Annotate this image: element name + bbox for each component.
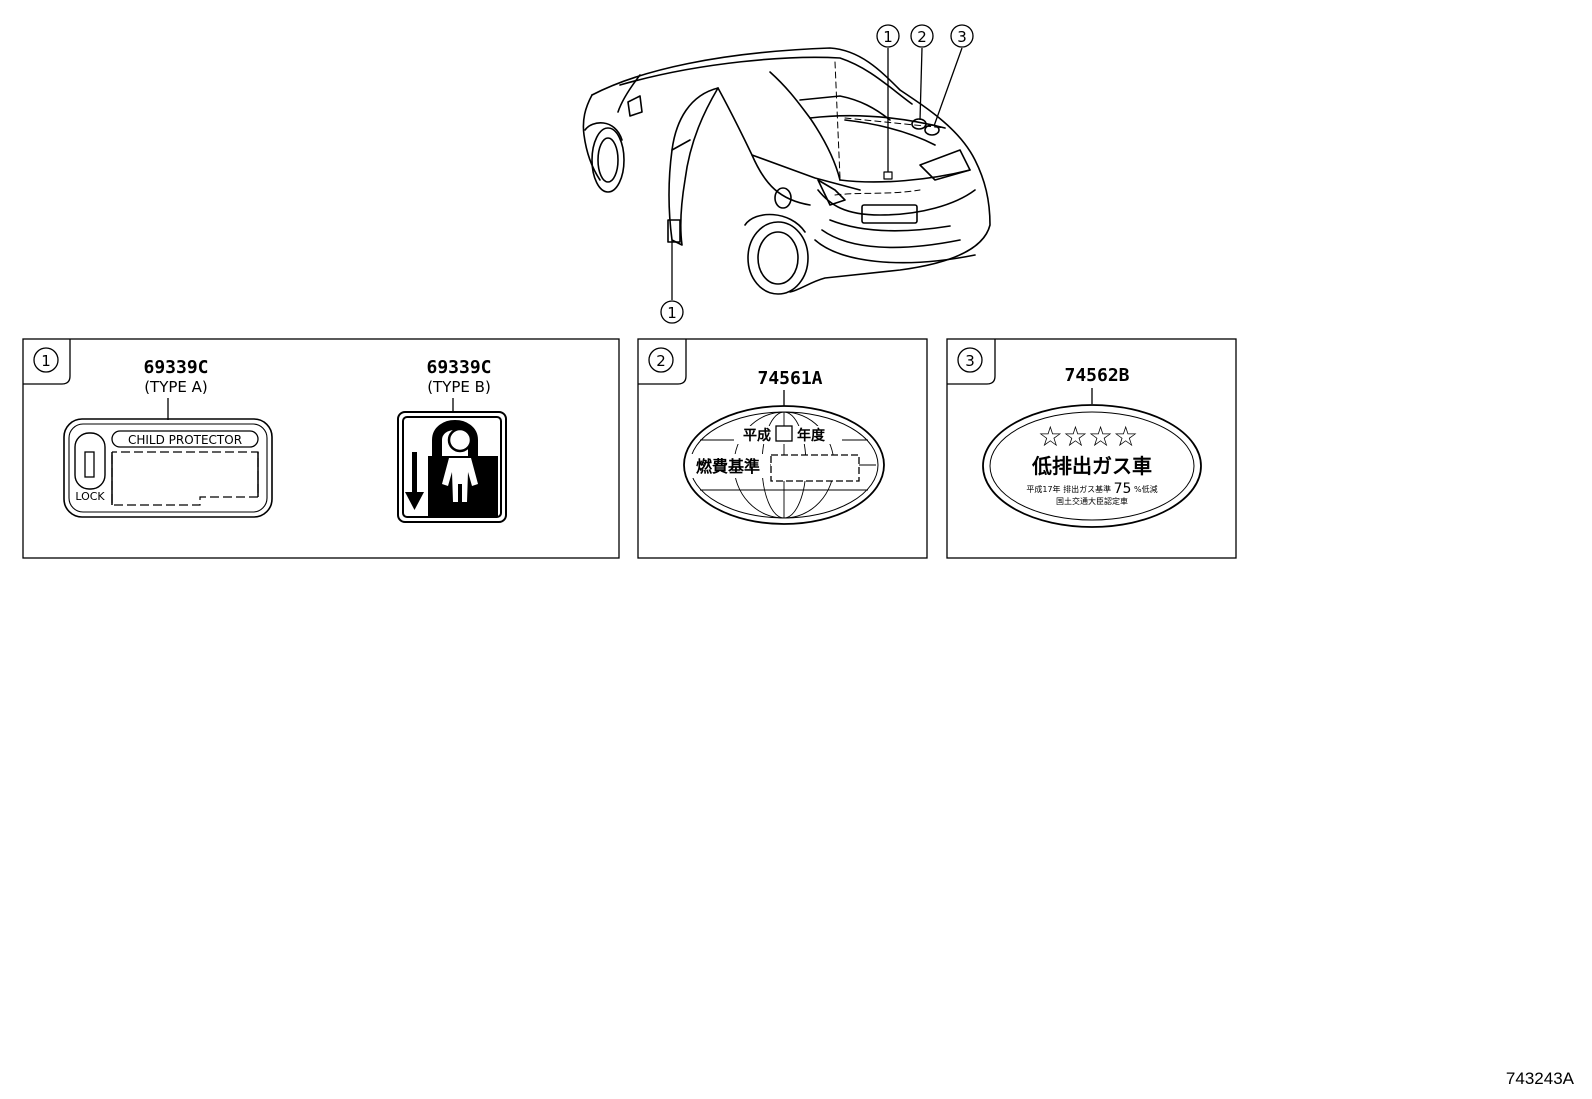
panel2-part-number: 74561A	[757, 368, 822, 389]
callout-1-top: 1	[876, 24, 900, 48]
child-protector-text: CHILD PROTECTOR	[128, 433, 242, 447]
callout-2-top: 2	[910, 24, 934, 48]
stars-rating: ☆☆☆☆	[1038, 420, 1138, 453]
heisei-text: 平成	[743, 427, 771, 444]
panel-child-protector: 1 69339C (TYPE A) LOCK CHILD PROTECTOR 6…	[22, 338, 620, 559]
svg-text:3: 3	[957, 28, 967, 46]
type-b-label: (TYPE B)	[427, 378, 491, 396]
callout-3-top: 3	[950, 24, 974, 48]
type-a-part-number: 69339C	[143, 357, 208, 378]
panel3-callout: 3	[957, 347, 983, 373]
lock-text: LOCK	[75, 490, 105, 503]
emission-standard-line: 平成17年 排出ガス基準 75 %低減	[1026, 481, 1157, 497]
fuel-standard-sticker: 平成 年度 燃費基準	[683, 405, 885, 525]
type-b-part-number: 69339C	[426, 357, 491, 378]
panel3-part-number: 74562B	[1064, 365, 1129, 386]
svg-text:1: 1	[41, 352, 51, 370]
document-id: 743243A	[1505, 1069, 1574, 1088]
low-emission-text: 低排出ガス車	[1031, 454, 1152, 478]
child-figure-icon	[442, 427, 478, 502]
panel1-callout: 1	[33, 347, 59, 373]
car-illustration	[582, 47, 991, 295]
svg-text:3: 3	[965, 352, 975, 370]
svg-text:2: 2	[917, 28, 927, 46]
type-b-sticker	[397, 411, 507, 523]
callout-1-door: 1	[660, 300, 684, 324]
fuel-standard-text: 燃費基準	[696, 457, 760, 476]
type-a-sticker: LOCK CHILD PROTECTOR	[63, 418, 273, 518]
panel-low-emission: 3 74562B ☆☆☆☆ 低排出ガス車 平成17年 排出ガス基準 75 %低減…	[946, 338, 1237, 559]
svg-text:1: 1	[883, 28, 893, 46]
svg-text:2: 2	[656, 352, 666, 370]
low-emission-sticker: ☆☆☆☆ 低排出ガス車 平成17年 排出ガス基準 75 %低減 国土交通大臣認定…	[982, 404, 1202, 528]
arrow-down-icon	[405, 452, 424, 510]
panel2-callout: 2	[648, 347, 674, 373]
certification-line: 国土交通大臣認定車	[1056, 496, 1128, 506]
panel-fuel-standard: 2 74561A 平成 年度 燃費基準	[637, 338, 928, 559]
svg-text:1: 1	[667, 304, 677, 322]
type-a-label: (TYPE A)	[144, 378, 208, 396]
nendo-text: 年度	[797, 427, 826, 444]
